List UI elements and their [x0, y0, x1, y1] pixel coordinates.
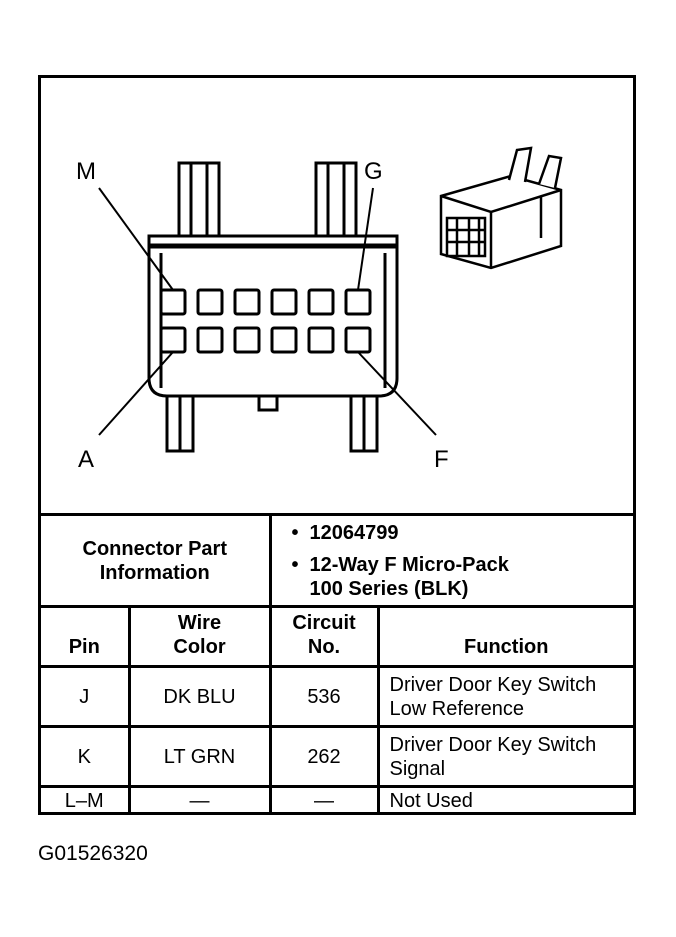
connector-body	[147, 234, 399, 398]
cell-pin: J	[41, 665, 131, 728]
connector-table: Connector Part Information •12064799 •12…	[41, 513, 634, 815]
left-top-latch	[177, 161, 221, 245]
connector-description: •12-Way F Micro-Pack	[291, 553, 509, 576]
cell-pin: K	[41, 725, 131, 788]
cell-wire-color: LT GRN	[127, 725, 272, 788]
connector-info-label: Connector Part Information	[41, 513, 272, 608]
connector-info-row: Connector Part Information •12064799 •12…	[41, 513, 634, 608]
connector-3d-view	[439, 146, 563, 270]
diagram-frame: M G A F Connector Part Information •1206…	[38, 75, 636, 815]
cell-wire-color: —	[127, 785, 272, 815]
connector-info-values: •12064799 •12-Way F Micro-Pack 100 Serie…	[268, 513, 634, 608]
part-number: •12064799	[291, 521, 399, 544]
right-top-latch	[314, 161, 358, 245]
cell-circuit: —	[268, 785, 380, 815]
callout-a: A	[78, 446, 95, 473]
connector-face-drawing	[98, 146, 563, 453]
connector-diagram: M G A F	[41, 78, 633, 513]
connector-description-line2: 100 Series (BLK)	[309, 577, 469, 600]
callout-m: M	[76, 158, 96, 185]
figure-id: G01526320	[38, 842, 148, 865]
pin-cavities	[159, 288, 372, 354]
cell-pin: L–M	[41, 785, 131, 815]
callout-g: G	[364, 158, 383, 185]
header-function: Function	[376, 605, 634, 668]
cell-circuit: 536	[268, 665, 380, 728]
table-row: L–M — — Not Used	[41, 785, 634, 815]
cell-wire-color: DK BLU	[127, 665, 272, 728]
cell-function: Not Used	[376, 785, 634, 815]
leader-lines	[98, 187, 437, 436]
header-pin: Pin	[41, 605, 131, 668]
cell-circuit: 262	[268, 725, 380, 788]
callout-f: F	[434, 446, 449, 473]
